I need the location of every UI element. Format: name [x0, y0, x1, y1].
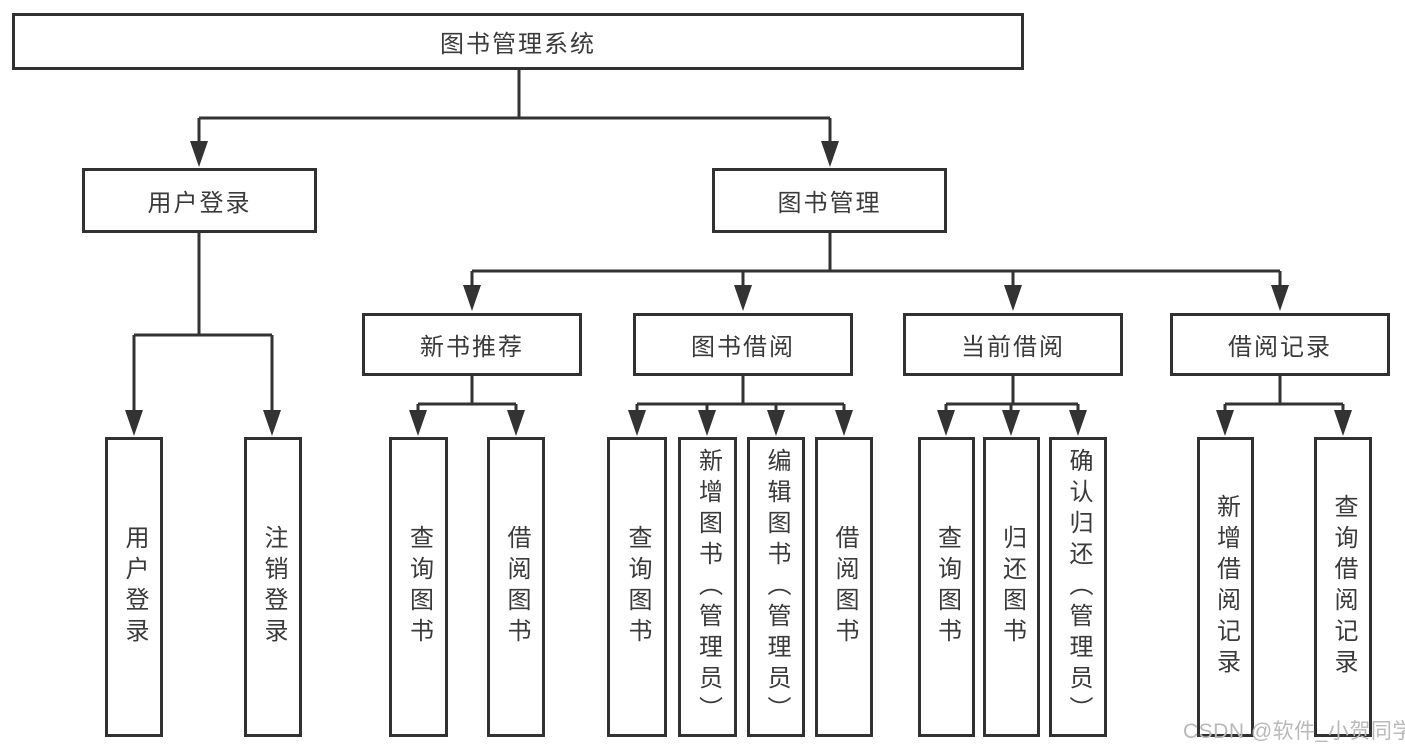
node-current-borrowing: 当前借阅 — [903, 313, 1123, 376]
leaf-query-borrow-record: 查询借阅记录 — [1314, 437, 1372, 737]
connector-line — [132, 70, 1345, 418]
node-book-borrowing: 图书借阅 — [633, 313, 853, 376]
leaf-user-login: 用户登录 — [105, 437, 163, 737]
leaf-borrow-books-2: 借阅图书 — [815, 437, 873, 737]
node-new-book-recommendation: 新书推荐 — [362, 313, 582, 376]
leaf-borrow-books: 借阅图书 — [487, 437, 545, 737]
leaf-add-borrow-record: 新增借阅记录 — [1197, 437, 1254, 737]
leaf-logout-login: 注销登录 — [244, 437, 302, 737]
node-book-management: 图书管理 — [712, 168, 947, 233]
node-borrowing-records: 借阅记录 — [1170, 313, 1390, 376]
leaf-confirm-return-admin: 确认归还（管理员） — [1049, 437, 1107, 737]
node-user-login: 用户登录 — [82, 168, 317, 233]
leaf-query-books: 查询图书 — [389, 437, 448, 737]
leaf-query-books-3: 查询图书 — [918, 437, 975, 737]
leaf-query-books-2: 查询图书 — [607, 437, 667, 737]
leaf-return-books: 归还图书 — [983, 437, 1040, 737]
leaf-add-book-admin: 新增图书（管理员） — [678, 437, 737, 737]
leaf-edit-book-admin: 编辑图书（管理员） — [747, 437, 805, 737]
csdn-watermark: CSDN @软件_小贺同学 — [1183, 720, 1405, 743]
node-root: 图书管理系统 — [12, 13, 1024, 70]
arrowhead-icons — [125, 141, 1352, 436]
